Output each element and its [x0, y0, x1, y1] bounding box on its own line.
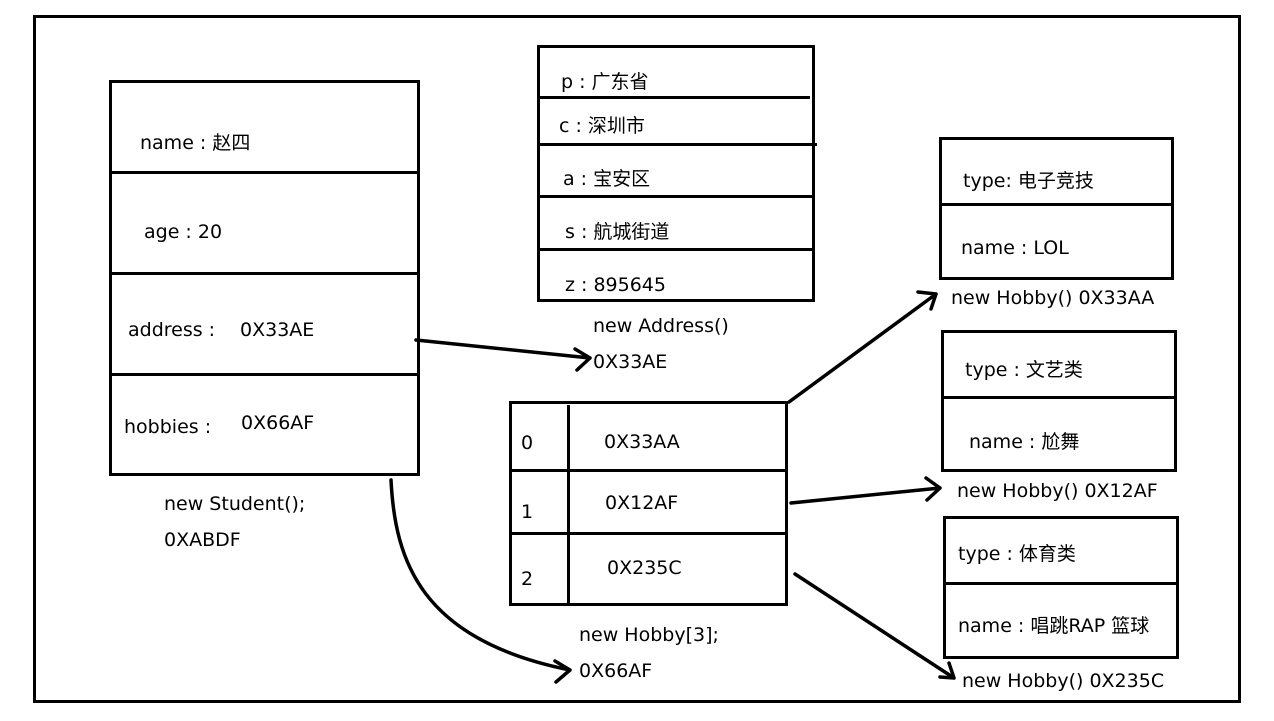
address-field-p: p : 广东省	[561, 71, 649, 93]
student-caption: new Student();	[164, 493, 306, 515]
address-field-s: s : 航城街道	[565, 221, 670, 243]
hobby-0-arrow	[787, 290, 938, 404]
student-field-address-value: 0X33AE	[240, 319, 315, 341]
student-field-name: name : 赵四	[140, 132, 251, 154]
hobby-box	[941, 330, 1177, 472]
address-field-z: z : 895645	[565, 274, 666, 296]
hobby-box	[939, 137, 1174, 280]
address-field-c: c : 深圳市	[559, 115, 645, 137]
address-field-a: a : 宝安区	[563, 168, 651, 190]
hobby-name: name : 尬舞	[969, 431, 1080, 453]
address-divider	[538, 96, 810, 99]
student-box	[109, 80, 420, 476]
hobby-caption: new Hobby() 0X33AA	[951, 287, 1155, 309]
address-arrow	[414, 338, 592, 372]
hobby-type: type : 文艺类	[965, 359, 1083, 381]
hobby-array-caption: new Hobby[3];	[579, 624, 719, 646]
hobby-divider	[944, 582, 1177, 585]
hobby-caption: new Hobby() 0X12AF	[957, 480, 1158, 502]
address-divider	[538, 143, 817, 146]
student-divider	[110, 171, 418, 174]
student-field-hobbies-label: hobbies :	[124, 416, 212, 438]
hobby-1-arrow	[789, 476, 942, 505]
student-divider	[110, 373, 418, 376]
address-divider	[538, 248, 813, 251]
hobby-array-ref: 0X235C	[607, 557, 682, 579]
address-caption: new Address()	[593, 315, 729, 337]
hobby-array-index: 2	[521, 568, 534, 590]
address-divider	[538, 195, 813, 198]
hobby-array-reference: 0X66AF	[579, 660, 653, 682]
student-divider	[110, 272, 418, 275]
student-field-hobbies-value: 0X66AF	[241, 412, 315, 434]
hobby-array-ref: 0X12AF	[605, 492, 679, 514]
hobby-array-box	[509, 401, 788, 606]
hobby-name: name : 唱跳RAP 篮球	[958, 615, 1150, 637]
student-address-caption: 0XABDF	[164, 529, 241, 551]
student-field-age: age : 20	[144, 221, 223, 243]
hobby-array-index: 0	[521, 432, 534, 454]
diagram-frame	[33, 15, 1241, 703]
hobbies-arrow	[389, 478, 572, 684]
hobby-type: type : 体育类	[958, 543, 1076, 565]
hobby-divider	[942, 396, 1175, 399]
hobby-array-index: 1	[521, 501, 534, 523]
hobby-box	[943, 516, 1179, 659]
address-box	[537, 45, 815, 302]
hobby-array-row-divider	[510, 532, 786, 535]
hobby-type: type: 电子竞技	[963, 170, 1094, 192]
hobby-array-ref: 0X33AA	[604, 431, 680, 453]
hobby-caption: new Hobby() 0X235C	[962, 670, 1165, 692]
hobby-array-index-divider	[567, 405, 570, 606]
hobby-array-row-divider	[510, 469, 786, 472]
address-reference: 0X33AE	[593, 351, 668, 373]
student-field-address-label: address :	[128, 319, 216, 341]
hobby-divider	[940, 203, 1172, 206]
hobby-2-arrow	[793, 572, 956, 680]
hobby-name: name : LOL	[961, 237, 1069, 259]
